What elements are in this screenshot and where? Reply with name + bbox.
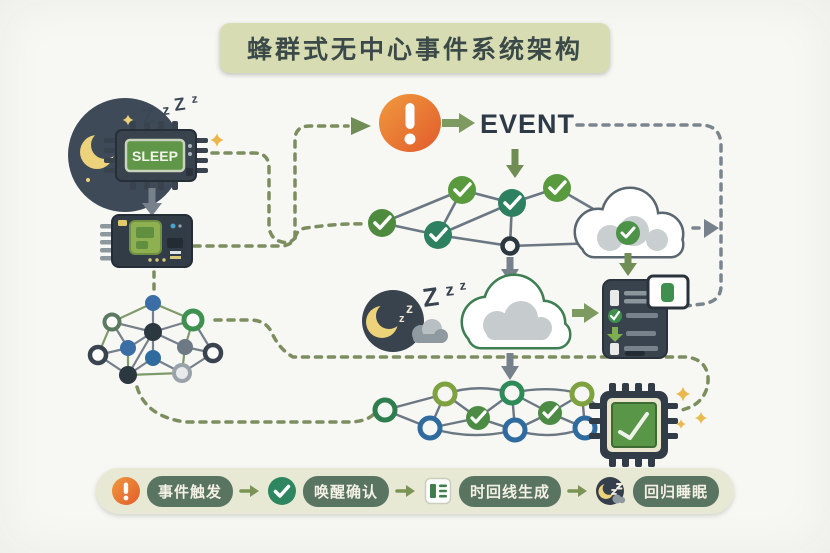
- arrow-event-down: [506, 149, 524, 178]
- sparkle-icon: [210, 133, 224, 147]
- mesh-node: [372, 397, 398, 423]
- check-mesh-network: [368, 174, 603, 256]
- mesh-node: [102, 312, 122, 332]
- dash-junction-to-event: [293, 124, 350, 240]
- mesh-node: [499, 380, 525, 406]
- phone-device: [602, 274, 690, 359]
- sleep-module: SLEEP Z z Z z: [68, 91, 224, 212]
- mini-cloud-icon: [412, 319, 448, 343]
- mesh-node: [181, 308, 205, 332]
- legend-bar: 事件触发 唤醒确认 时回线生成: [95, 468, 735, 514]
- connector-layer: [135, 117, 723, 424]
- circuit-board: [100, 214, 193, 268]
- mesh-node: [417, 415, 443, 441]
- chip-screen: [611, 402, 657, 448]
- sleep-moon: z z Z z z: [362, 277, 467, 352]
- arrow-alert-to-event: [442, 113, 475, 133]
- arrowhead-cloud-right: [704, 219, 719, 238]
- moon-icon: [596, 477, 626, 505]
- check-nodes: [368, 174, 571, 249]
- legend-item-wake-confirm: 唤醒确认: [302, 475, 389, 507]
- sparkle-icon: [675, 386, 691, 402]
- mesh-node: [145, 295, 161, 311]
- alert-icon: [111, 477, 140, 505]
- event-label: EVENT: [480, 109, 575, 139]
- arrowhead-to-event: [351, 117, 371, 135]
- svg-text:z: z: [444, 280, 454, 300]
- mesh-node: [569, 381, 595, 407]
- page-title: 蜂群式无中心事件系统架构: [219, 23, 611, 73]
- arrow-cloud-to-bottomnet: [501, 353, 519, 380]
- sleep-label: SLEEP: [132, 148, 178, 164]
- zzz-text: Z z z: [421, 277, 468, 313]
- led-icon: [170, 223, 176, 229]
- cloud-check: [573, 186, 685, 259]
- sleep-screen: [124, 138, 186, 173]
- bottom-mesh-network: [372, 380, 601, 443]
- arrow-sleep-to-board: [142, 188, 162, 216]
- legend-item-timeline: 时回线生成: [459, 475, 562, 507]
- dash-network-to-chip: [213, 318, 710, 413]
- mesh-node: [172, 363, 192, 383]
- mesh-node: [177, 339, 193, 355]
- mesh-node: [202, 342, 224, 364]
- dash-board-to-junction: [192, 236, 297, 248]
- svg-text:z: z: [162, 101, 171, 118]
- dash-event-to-phone: [575, 123, 723, 309]
- timeline-icon: [424, 477, 452, 505]
- ring-node: [500, 236, 520, 256]
- legend-arrow-icon: [239, 485, 259, 497]
- cloud-outlined: [460, 273, 572, 350]
- arrow-cloud-to-phone: [572, 303, 599, 323]
- mesh-node: [145, 350, 161, 366]
- inner-zz-text: z z: [399, 300, 413, 325]
- svg-text:z: z: [399, 313, 405, 325]
- bottom-chip: [589, 383, 707, 467]
- left-mesh-network: [87, 295, 224, 384]
- mesh-edges: [381, 186, 603, 248]
- dash-network-to-bottomnet: [135, 385, 376, 424]
- svg-text:z: z: [459, 277, 468, 293]
- mesh-node: [119, 366, 137, 384]
- svg-text:z: z: [191, 91, 198, 106]
- svg-text:Z: Z: [421, 281, 441, 313]
- mesh-node: [502, 417, 528, 443]
- mesh-node: [120, 340, 136, 356]
- mesh-node: [144, 323, 162, 341]
- legend-arrow-icon: [395, 485, 415, 497]
- event-group: EVENT: [379, 94, 575, 178]
- arrow-cloud-to-phone-down: [619, 253, 637, 276]
- dash-junction-to-checknet: [293, 222, 368, 240]
- download-icon: [607, 327, 623, 342]
- svg-text:z: z: [406, 300, 413, 316]
- svg-text:Z: Z: [140, 104, 156, 129]
- mesh-edges: [384, 387, 601, 438]
- mesh-node: [87, 344, 109, 366]
- svg-text:Z: Z: [173, 94, 187, 115]
- legend-item-event-trigger: 事件触发: [146, 475, 233, 507]
- sparkle-icon: [695, 412, 707, 424]
- mesh-node: [432, 381, 458, 407]
- zzz-text: Z z Z z: [140, 91, 198, 129]
- legend-arrow-icon: [567, 485, 588, 497]
- check-icon: [267, 477, 296, 505]
- dash-chip-to-junction: [210, 151, 297, 245]
- legend-item-return-sleep: 回归睡眠: [633, 475, 720, 507]
